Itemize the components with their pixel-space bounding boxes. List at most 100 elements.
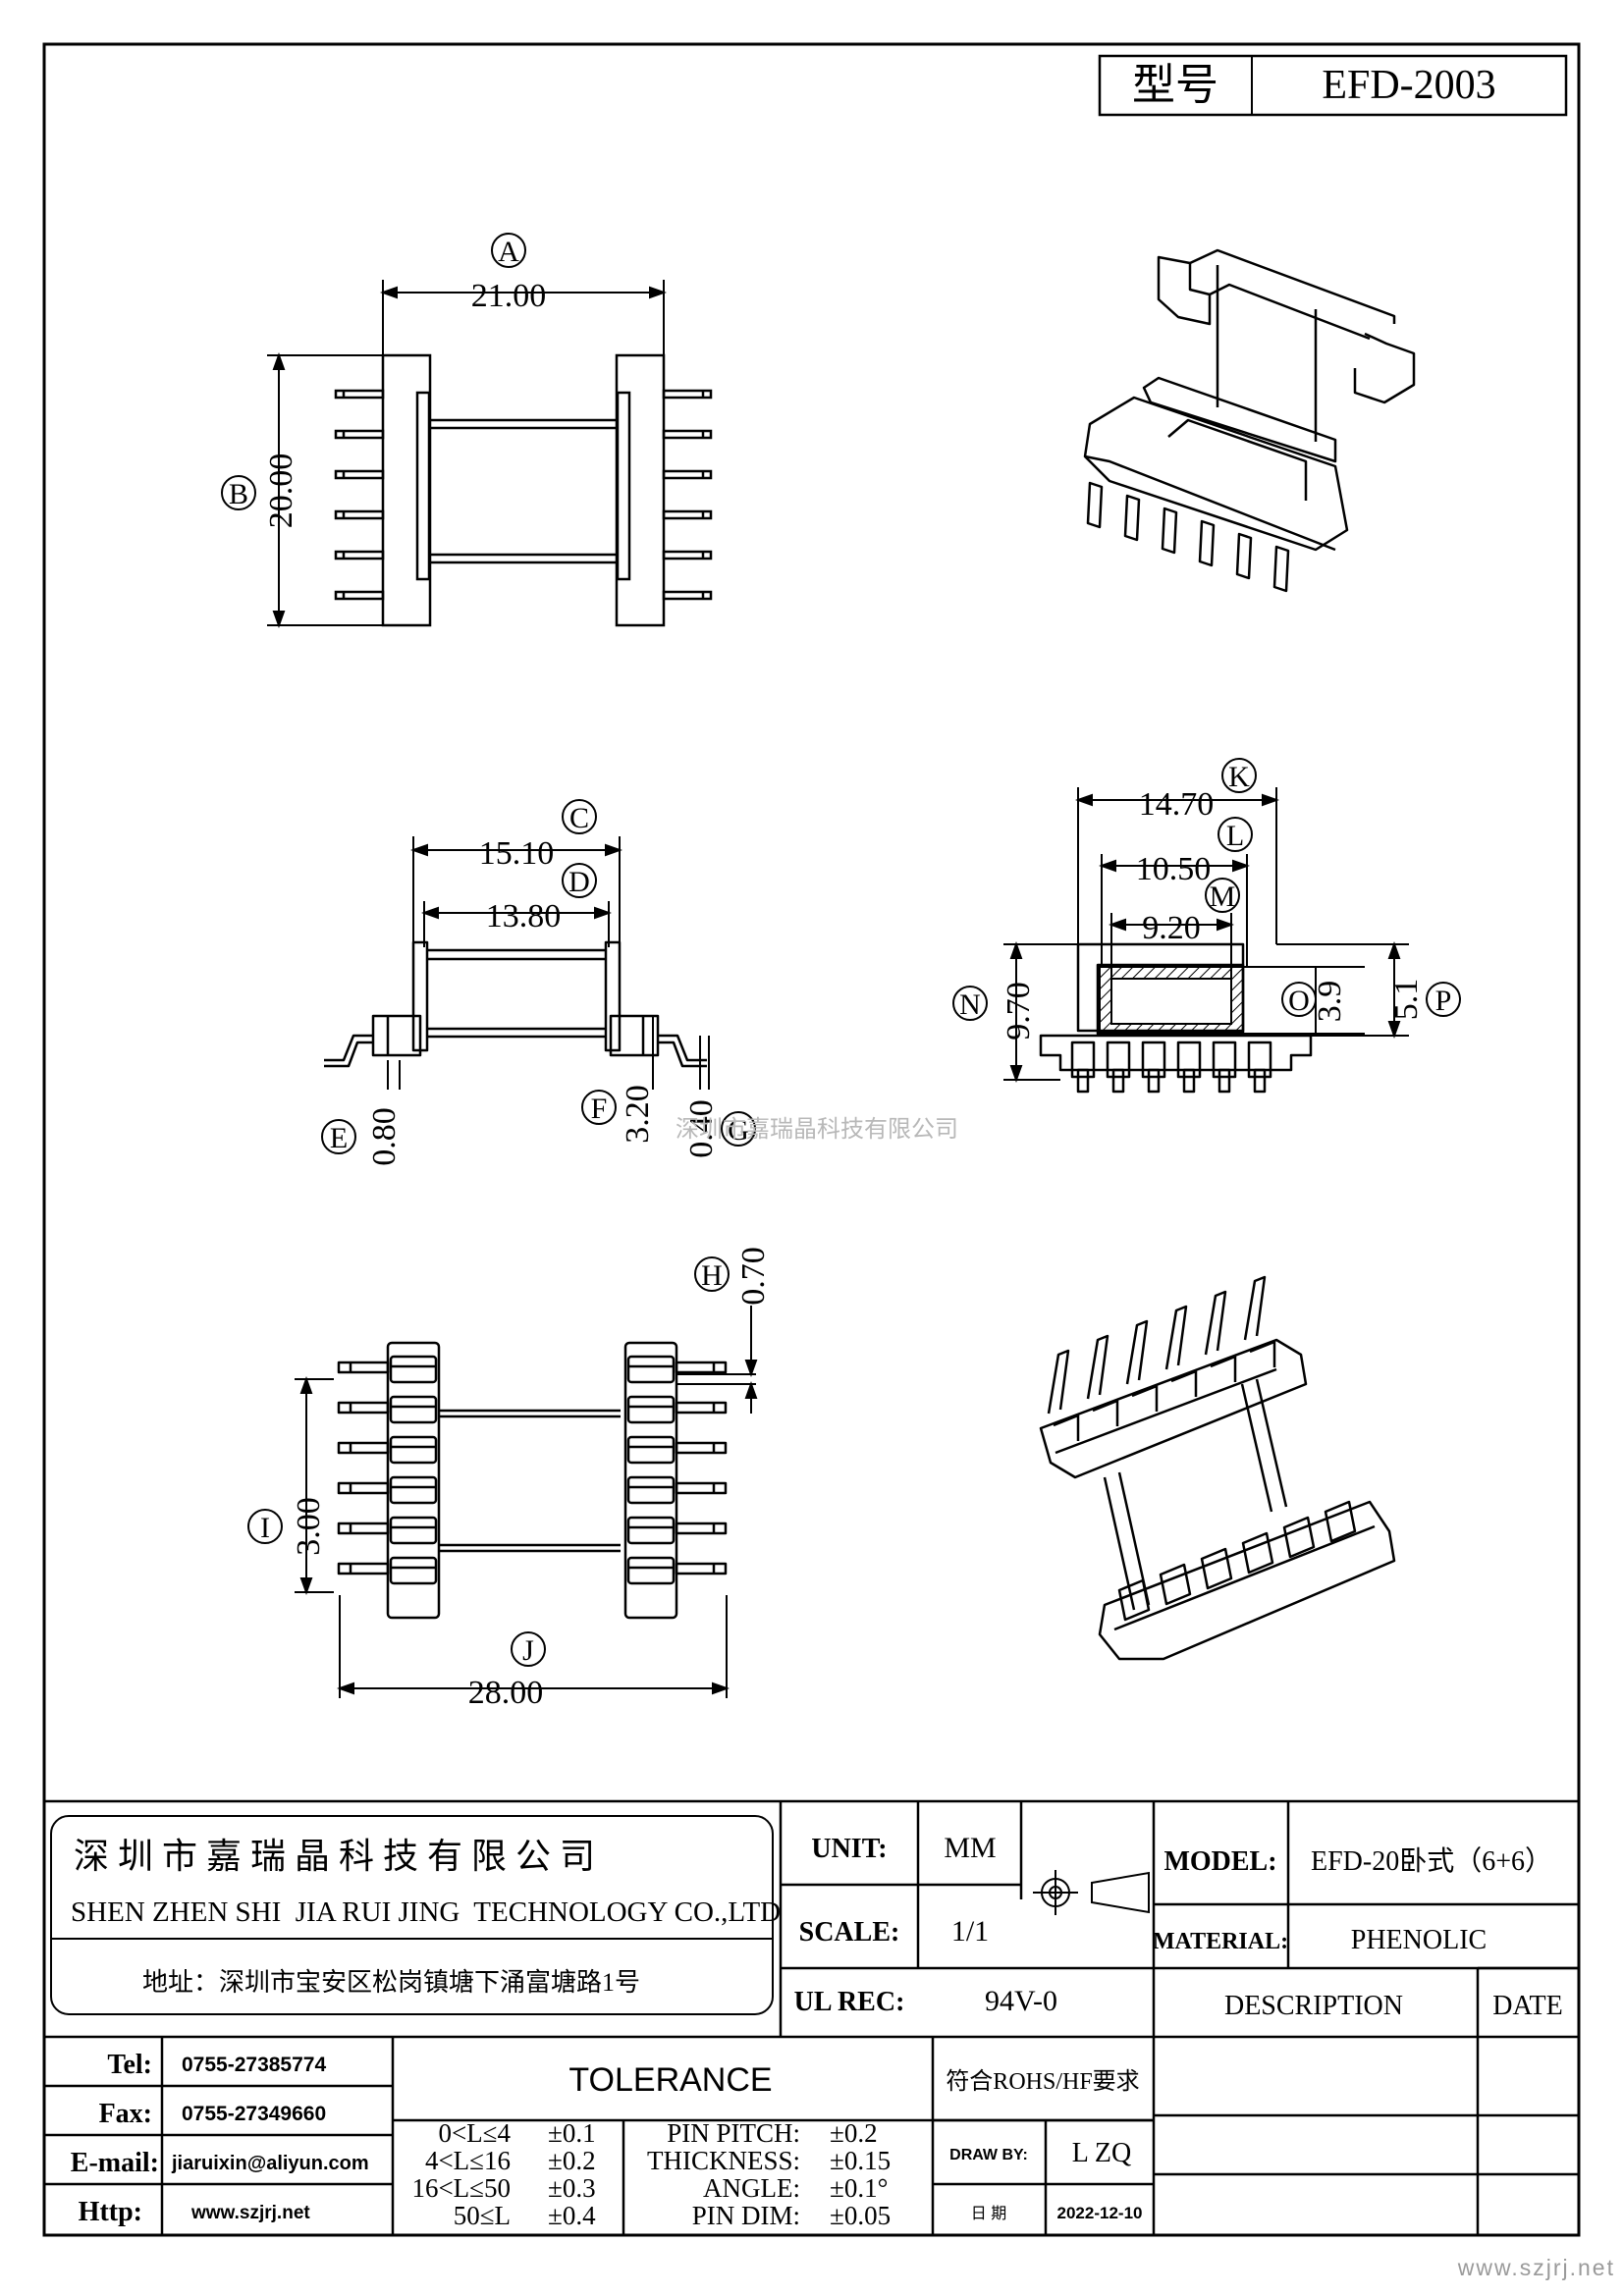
dim-N bbox=[1003, 941, 1078, 1083]
dim-I bbox=[295, 1376, 334, 1595]
dim-J-value: 28.00 bbox=[468, 1675, 544, 1711]
dim-H-circle bbox=[694, 1256, 730, 1292]
pin bbox=[337, 1401, 390, 1415]
dim-K-value: 14.70 bbox=[1139, 786, 1215, 823]
fax-value: 0755-27349660 bbox=[182, 2103, 326, 2125]
company-name-cn: 深 圳 市 嘉 瑞 晶 科 技 有 限 公 司 bbox=[74, 1837, 595, 1876]
pin-block bbox=[1092, 1399, 1119, 1426]
pin-block bbox=[1249, 1340, 1276, 1367]
pin bbox=[1164, 1305, 1188, 1370]
tolerance-value: ±0.15 bbox=[830, 2146, 891, 2175]
projection-symbol-icon bbox=[1033, 1870, 1150, 1915]
pin bbox=[675, 1361, 728, 1374]
pin-block bbox=[1241, 1531, 1274, 1575]
pin bbox=[334, 389, 385, 400]
pin bbox=[1086, 481, 1104, 529]
pin-block bbox=[626, 1475, 676, 1505]
pin bbox=[334, 590, 385, 601]
pin bbox=[662, 590, 713, 601]
dim-A-circle bbox=[491, 233, 526, 268]
pin-slot bbox=[1247, 1041, 1272, 1079]
tolerance-ranges: 0<L≤4±0.14<L≤16±0.216<L≤50±0.350≤L±0.4 bbox=[411, 2118, 596, 2230]
dim-E-circle bbox=[321, 1119, 356, 1154]
pin bbox=[1272, 545, 1290, 593]
pin-block bbox=[1282, 1516, 1316, 1559]
model-value: EFD-20卧式（6+6） bbox=[1311, 1845, 1552, 1877]
dim-I-circle bbox=[247, 1509, 283, 1544]
dim-G-value: 0.40 bbox=[683, 1099, 720, 1158]
pin bbox=[1198, 519, 1216, 567]
tolerance-range: 0<L≤4 bbox=[438, 2118, 511, 2148]
dim-K-letter: K bbox=[1228, 761, 1250, 793]
pin-slot bbox=[1070, 1041, 1096, 1079]
dim-B-letter: B bbox=[229, 478, 248, 510]
tolerance-item: PIN PITCH: bbox=[667, 2118, 800, 2148]
tolerance-item: PIN DIM: bbox=[692, 2201, 800, 2230]
pin-slot bbox=[1176, 1041, 1202, 1079]
dim-I-value: 3.00 bbox=[291, 1497, 327, 1556]
dim-C-letter: C bbox=[569, 802, 589, 834]
dim-O-letter: O bbox=[1288, 985, 1310, 1017]
pin-block bbox=[626, 1355, 676, 1384]
dim-J-letter: J bbox=[522, 1634, 534, 1667]
dim-N-value: 9.70 bbox=[1001, 982, 1037, 1041]
tel-label: Tel: bbox=[107, 2050, 152, 2080]
fax-label: Fax: bbox=[99, 2099, 152, 2129]
dim-L bbox=[1099, 854, 1250, 967]
tolerance-item: ANGLE: bbox=[703, 2173, 800, 2203]
pin bbox=[337, 1481, 390, 1495]
pin bbox=[1086, 1334, 1109, 1400]
tolerance-items: PIN PITCH:±0.2THICKNESS:±0.15ANGLE:±0.1°… bbox=[647, 2118, 891, 2230]
dim-D-circle bbox=[562, 863, 597, 898]
pin bbox=[1111, 1068, 1125, 1094]
dim-L-circle bbox=[1217, 817, 1253, 852]
email-label: E-mail: bbox=[71, 2148, 159, 2178]
dim-A bbox=[380, 280, 667, 355]
tolerance-value: ±0.1 bbox=[548, 2118, 596, 2148]
pin bbox=[675, 1441, 728, 1455]
pin-block bbox=[389, 1556, 438, 1585]
pin bbox=[1217, 1068, 1231, 1094]
unit-value: MM bbox=[944, 1832, 996, 1864]
tel-value: 0755-27385774 bbox=[182, 2054, 326, 2076]
dim-E-F-G bbox=[387, 1016, 710, 1090]
dim-E-value: 0.80 bbox=[366, 1107, 403, 1166]
dim-N-letter: N bbox=[959, 988, 981, 1021]
email-value: jiaruixin@aliyun.com bbox=[171, 2153, 369, 2174]
dim-C bbox=[410, 836, 622, 942]
pin-slot bbox=[1212, 1041, 1237, 1079]
rohs-note: 符合ROHS/HF要求 bbox=[946, 2068, 1139, 2095]
pin bbox=[334, 509, 385, 520]
company-name-en: SHEN ZHEN SHI JIA RUI JING TECHNOLOGY CO… bbox=[71, 1896, 781, 1928]
tolerance-value: ±0.05 bbox=[830, 2201, 891, 2230]
pin bbox=[1076, 1068, 1090, 1094]
dim-C-circle bbox=[562, 799, 597, 834]
tolerance-range: 50≤L bbox=[454, 2201, 511, 2230]
dim-J bbox=[337, 1595, 730, 1698]
pin bbox=[337, 1562, 390, 1575]
company-address: 地址：深圳市宝安区松岗镇塘下涌富塘路1号 bbox=[142, 1968, 640, 1997]
dim-O-value: 3.9 bbox=[1312, 981, 1348, 1023]
type-label: 型号 bbox=[1132, 61, 1218, 109]
pin-block bbox=[1117, 1578, 1151, 1622]
iso-view-bottom bbox=[1039, 1275, 1396, 1661]
pin bbox=[662, 509, 713, 520]
dim-E-letter: E bbox=[330, 1122, 348, 1154]
pin bbox=[662, 550, 713, 561]
tolerance-title: TOLERANCE bbox=[568, 2061, 772, 2099]
dim-F-circle bbox=[581, 1090, 617, 1125]
dim-H-value: 0.70 bbox=[735, 1247, 772, 1306]
tolerance-value: ±0.1° bbox=[830, 2173, 888, 2203]
pin bbox=[1253, 1068, 1267, 1094]
dim-D bbox=[421, 901, 612, 947]
pin-slot bbox=[1141, 1041, 1166, 1079]
pin-block bbox=[389, 1355, 438, 1384]
pin bbox=[337, 1522, 390, 1535]
pin bbox=[1047, 1349, 1070, 1415]
pin bbox=[1161, 507, 1178, 555]
tolerance-value: ±0.4 bbox=[548, 2201, 596, 2230]
pin bbox=[662, 389, 713, 400]
pin bbox=[1204, 1290, 1227, 1356]
pin bbox=[334, 550, 385, 561]
